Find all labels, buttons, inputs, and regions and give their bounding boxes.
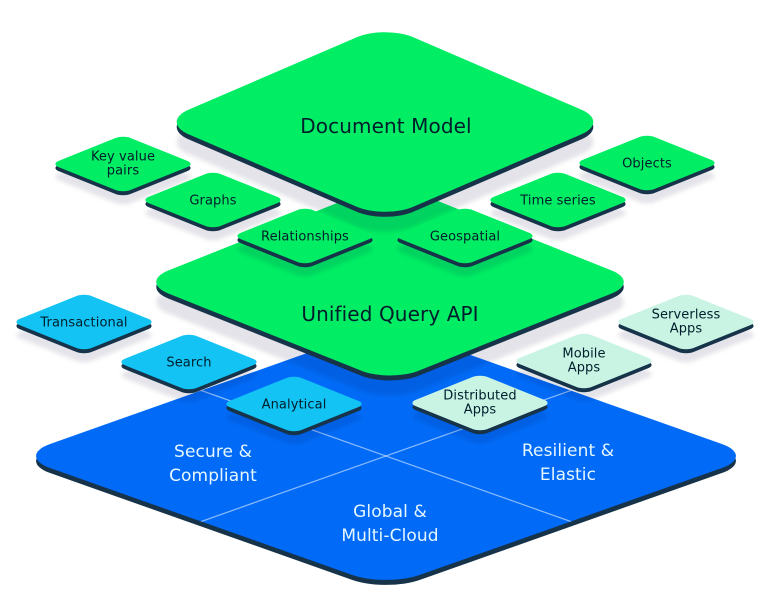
platform-label-global-line1: Global & (353, 502, 427, 522)
node-serverless-apps-label-line1: Serverless (652, 308, 721, 323)
document-model-layer-title: Document Model (300, 114, 471, 138)
node-geospatial: Geospatial (392, 206, 538, 279)
node-serverless-apps: Serverless Apps (613, 292, 759, 365)
platform-label-secure-line1: Secure & (174, 442, 252, 462)
node-distributed-apps: Distributed Apps (407, 373, 553, 446)
node-graphs-label: Graphs (189, 194, 236, 209)
node-analytical-label: Analytical (262, 398, 327, 413)
node-geospatial-label: Geospatial (430, 230, 500, 245)
platform-label-resilient-line1: Resilient & (522, 441, 614, 461)
node-distributed-apps-label-line1: Distributed (443, 389, 516, 404)
node-mobile-apps-label-line1: Mobile (562, 347, 605, 362)
node-search-label: Search (166, 356, 211, 371)
node-transactional: Transactional (11, 292, 157, 365)
node-distributed-apps-label-line2: Apps (464, 403, 497, 418)
node-objects-label: Objects (622, 157, 672, 172)
node-transactional-label: Transactional (39, 316, 127, 331)
platform-label-global-line2: Multi-Cloud (341, 526, 438, 546)
node-key-value-pairs-label-line1: Key value (91, 150, 155, 165)
node-mobile-apps-label-line2: Apps (568, 361, 601, 376)
query-api-layer-title: Unified Query API (301, 302, 478, 326)
node-key-value-pairs: Key value pairs (50, 134, 196, 207)
node-mobile-apps: Mobile Apps (511, 331, 657, 404)
platform-label-secure-line2: Compliant (169, 466, 257, 486)
node-analytical: Analytical (221, 374, 367, 447)
node-objects: Objects (574, 133, 720, 206)
node-serverless-apps-label-line2: Apps (670, 322, 703, 337)
node-time-series: Time series (485, 170, 631, 243)
node-relationships-label: Relationships (261, 230, 349, 245)
node-search: Search (116, 332, 262, 405)
node-graphs: Graphs (140, 170, 286, 243)
node-key-value-pairs-label-line2: pairs (107, 164, 140, 179)
node-relationships: Relationships (232, 206, 378, 279)
node-time-series-label: Time series (519, 194, 596, 209)
platform-label-resilient-line2: Elastic (540, 465, 596, 485)
